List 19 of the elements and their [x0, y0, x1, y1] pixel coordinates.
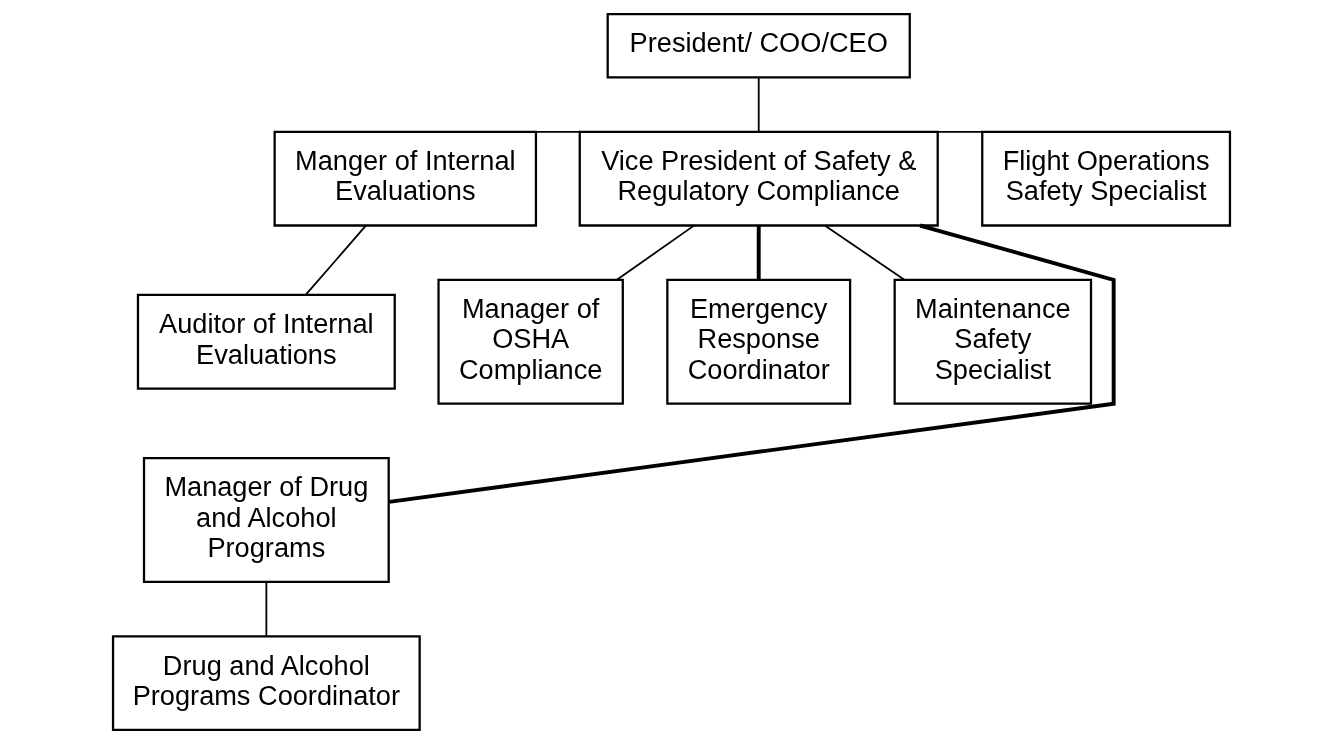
node-box: Maintenance Safety Specialist: [893, 278, 1092, 405]
node-box: Manger of Internal Evaluations: [273, 130, 537, 227]
node-box: Manager of OSHA Compliance: [436, 278, 624, 405]
node-box: Drug and Alcohol Programs Coordinator: [111, 635, 421, 732]
node-box: Emergency Response Coordinator: [665, 278, 851, 405]
node-box: Vice President of Safety & Regulatory Compliance: [578, 130, 939, 227]
node-box: Flight Operations Safety Specialist: [980, 130, 1231, 227]
connector: [304, 224, 367, 296]
connector: [823, 224, 905, 281]
connector: [388, 223, 1116, 504]
connector: [757, 77, 760, 133]
connector: [615, 224, 695, 281]
connector: [756, 225, 761, 280]
connector: [873, 130, 991, 133]
connector: [264, 581, 267, 637]
node-box: President/ COO/CEO: [606, 12, 911, 79]
node-box: Manager of Drug and Alcohol Programs: [142, 456, 390, 584]
node-box: Auditor of Internal Evaluations: [136, 293, 396, 390]
connector: [521, 130, 642, 133]
